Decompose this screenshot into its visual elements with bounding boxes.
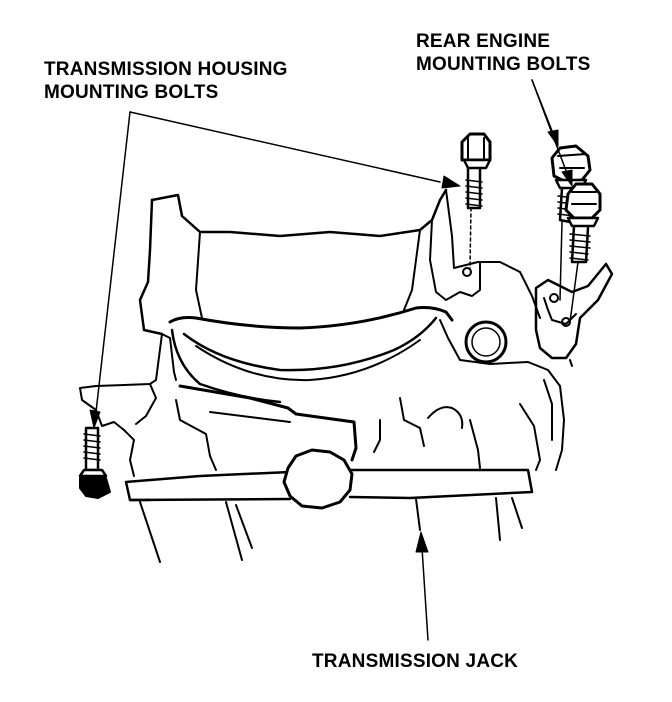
transmission-jack-label: TRANSMISSION JACK [312,651,519,672]
transmission-housing-bolt-upper [460,132,492,269]
rear-engine-bolts-label-line1: REAR ENGINE [416,31,551,52]
leader-lines [89,79,573,641]
transmission-jack-body [124,448,534,563]
rear-engine-bolt-2 [564,182,602,323]
rear-engine-bolts-label: REAR ENGINE MOUNTING BOLTS [416,30,591,76]
transmission-housing-bolts-label: TRANSMISSION HOUSING MOUNTING BOLTS [44,58,288,104]
transmission-housing-bolts-label-line1: TRANSMISSION HOUSING [44,59,288,80]
transmission-housing-bolt-lower [78,426,111,499]
transmission-housing-bolts-label-line2: MOUNTING BOLTS [44,82,219,103]
transmission-housing [79,188,614,477]
rear-engine-bolt-1 [550,144,592,301]
rear-engine-bolts-label-line2: MOUNTING BOLTS [416,54,591,75]
